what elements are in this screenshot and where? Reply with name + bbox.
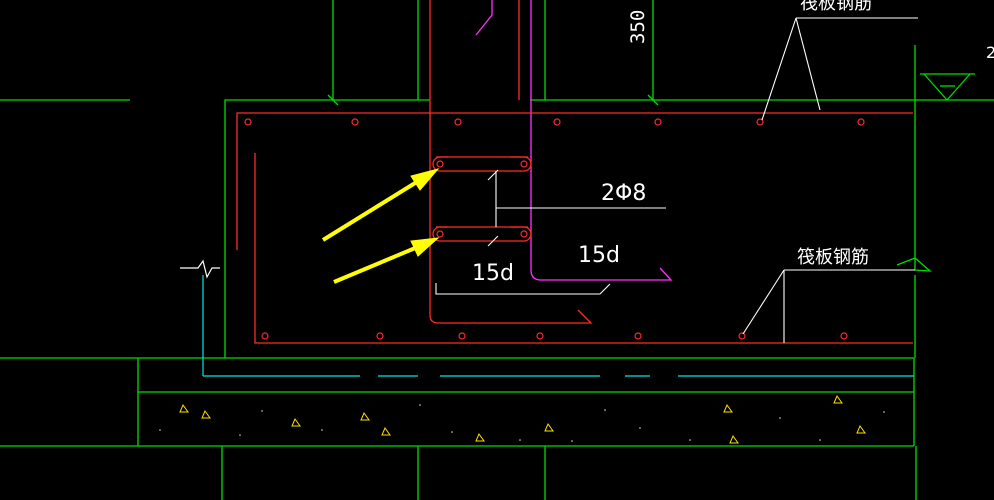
- leader-lines: [435, 17, 918, 343]
- waterproof-break-symbol: [180, 259, 220, 279]
- edge-fragment: 2: [986, 43, 994, 62]
- column-rebar: [475, 0, 673, 281]
- dimension-ticks: [327, 94, 659, 106]
- arrow-lower-stirrup: [333, 237, 440, 284]
- highlight-arrows: [321, 168, 440, 284]
- arrow-upper-stirrup: [321, 168, 440, 242]
- rebar-dots: [244, 118, 865, 340]
- cushion-dots: [159, 404, 885, 442]
- anchor-length-label-left: 15d: [472, 261, 514, 286]
- stirrup-spec-label: 2Φ8: [601, 181, 646, 206]
- cushion-aggregate: [179, 394, 866, 444]
- anchor-length-label-right: 15d: [578, 243, 620, 268]
- waterproof-layer: [202, 275, 914, 377]
- dimension-350-label: 350: [627, 10, 649, 44]
- break-line-right: [896, 257, 932, 272]
- raft-rebar: [236, 0, 913, 344]
- raft-rebar-label-top: 筏板钢筋: [800, 0, 872, 14]
- raft-rebar-label-mid: 筏板钢筋: [797, 247, 869, 268]
